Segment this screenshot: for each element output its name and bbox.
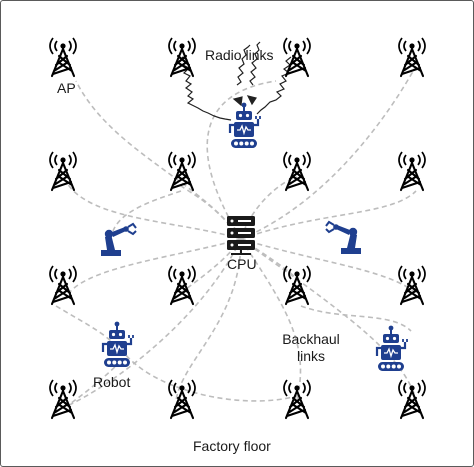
radio-tower-icon — [48, 150, 78, 192]
cpu-label: CPU — [227, 256, 257, 272]
backhaul-label: Backhaul links — [277, 331, 345, 365]
backhaul-links — [55, 65, 417, 407]
robot-arm-icon — [100, 223, 137, 257]
robot-label: Robot — [93, 374, 131, 390]
radio-tower-icon — [397, 36, 427, 78]
radio-tower-icon — [397, 264, 427, 306]
radio-tower-icon — [48, 36, 78, 78]
ap-label: AP — [57, 80, 76, 96]
robot-arm-icon — [325, 221, 362, 255]
radio-tower-icon — [397, 378, 427, 420]
radio-links — [181, 41, 292, 121]
radio-links-label: Radio links — [205, 47, 274, 63]
radio-tower-icon — [282, 36, 312, 78]
robot-icon — [101, 320, 135, 369]
radio-tower-icon — [167, 150, 197, 192]
radio-tower-icon — [48, 264, 78, 306]
server-rack-icon — [227, 216, 255, 255]
factory-floor-label: Factory floor — [193, 438, 271, 454]
backhaul-label-line2: links — [296, 348, 325, 364]
robot-icon — [375, 324, 409, 373]
radio-tower-icon — [48, 378, 78, 420]
radio-tower-icon — [282, 378, 312, 420]
radio-tower-icon — [397, 150, 427, 192]
robot-icon — [228, 101, 262, 150]
backhaul-label-line1: Backhaul — [282, 331, 340, 347]
radio-tower-icon — [282, 150, 312, 192]
